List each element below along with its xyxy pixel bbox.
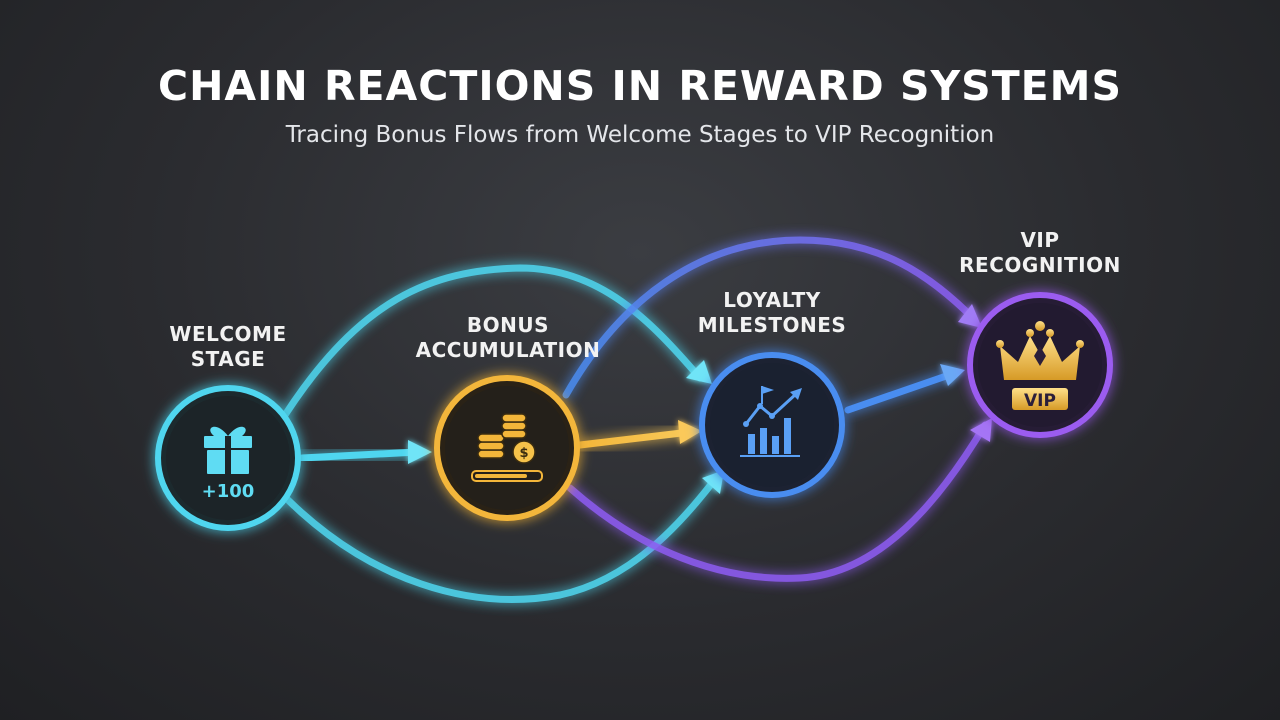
page-subtitle: Tracing Bonus Flows from Welcome Stages …: [285, 122, 995, 148]
vip-badge: VIP: [1024, 391, 1056, 411]
arrowhead-loyalty-top: [686, 360, 712, 384]
svg-text:$: $: [519, 446, 528, 461]
crown-icon: [996, 321, 1084, 380]
flow-loyalty-to-vip: [844, 370, 956, 414]
flow-bonus-to-vip-top: [562, 236, 979, 399]
arrowhead-bonus: [408, 440, 432, 464]
welcome-badge: +100: [202, 481, 255, 502]
label-bonus-line1: BONUS: [466, 313, 550, 337]
node-vip: VIP: [967, 292, 1113, 438]
gift-icon: [204, 426, 252, 474]
growth-chart-icon: [740, 386, 802, 457]
flow-welcome-to-loyalty-bottom: [284, 474, 720, 603]
flow-welcome-to-bonus: [298, 448, 422, 462]
node-welcome: +100: [155, 385, 301, 531]
label-loyalty-milestones: LOYALTY MILESTONES: [652, 288, 892, 338]
label-bonus-accumulation: BONUS ACCUMULATION: [388, 313, 628, 363]
label-welcome-line1: WELCOME: [169, 322, 287, 346]
node-loyalty: [699, 352, 845, 498]
label-bonus-line2: ACCUMULATION: [415, 338, 601, 362]
page-title: CHAIN REACTIONS IN REWARD SYSTEMS: [157, 62, 1123, 110]
arrowhead-loyalty-bottom: [702, 470, 724, 494]
arrowhead-vip-mid: [940, 364, 965, 386]
arrowhead-vip-top: [958, 304, 982, 328]
arrowhead-loyalty-gold: [678, 420, 702, 444]
arrowhead-vip-bottom: [970, 418, 992, 442]
label-vip-line1: VIP: [1020, 228, 1060, 252]
accumulation-bar-fill: [475, 474, 527, 478]
flow-bonus-to-loyalty: [576, 428, 694, 449]
node-bonus: $: [434, 375, 580, 521]
flow-bonus-to-vip-bottom: [566, 421, 989, 582]
label-welcome-line2: STAGE: [190, 347, 266, 371]
label-vip-line2: RECOGNITION: [959, 253, 1121, 277]
accumulation-bar: [471, 470, 543, 482]
vip-badge-plate: [1012, 388, 1068, 410]
arrowheads: [408, 304, 992, 494]
label-vip-recognition: VIP RECOGNITION: [920, 228, 1160, 278]
label-loyalty-line2: MILESTONES: [697, 313, 847, 337]
flow-lines: [281, 236, 989, 603]
label-loyalty-line1: LOYALTY: [723, 288, 821, 312]
flow-welcome-to-loyalty-top: [281, 264, 704, 419]
label-welcome-stage: WELCOME STAGE: [108, 322, 348, 372]
coins-icon: $: [477, 413, 536, 464]
